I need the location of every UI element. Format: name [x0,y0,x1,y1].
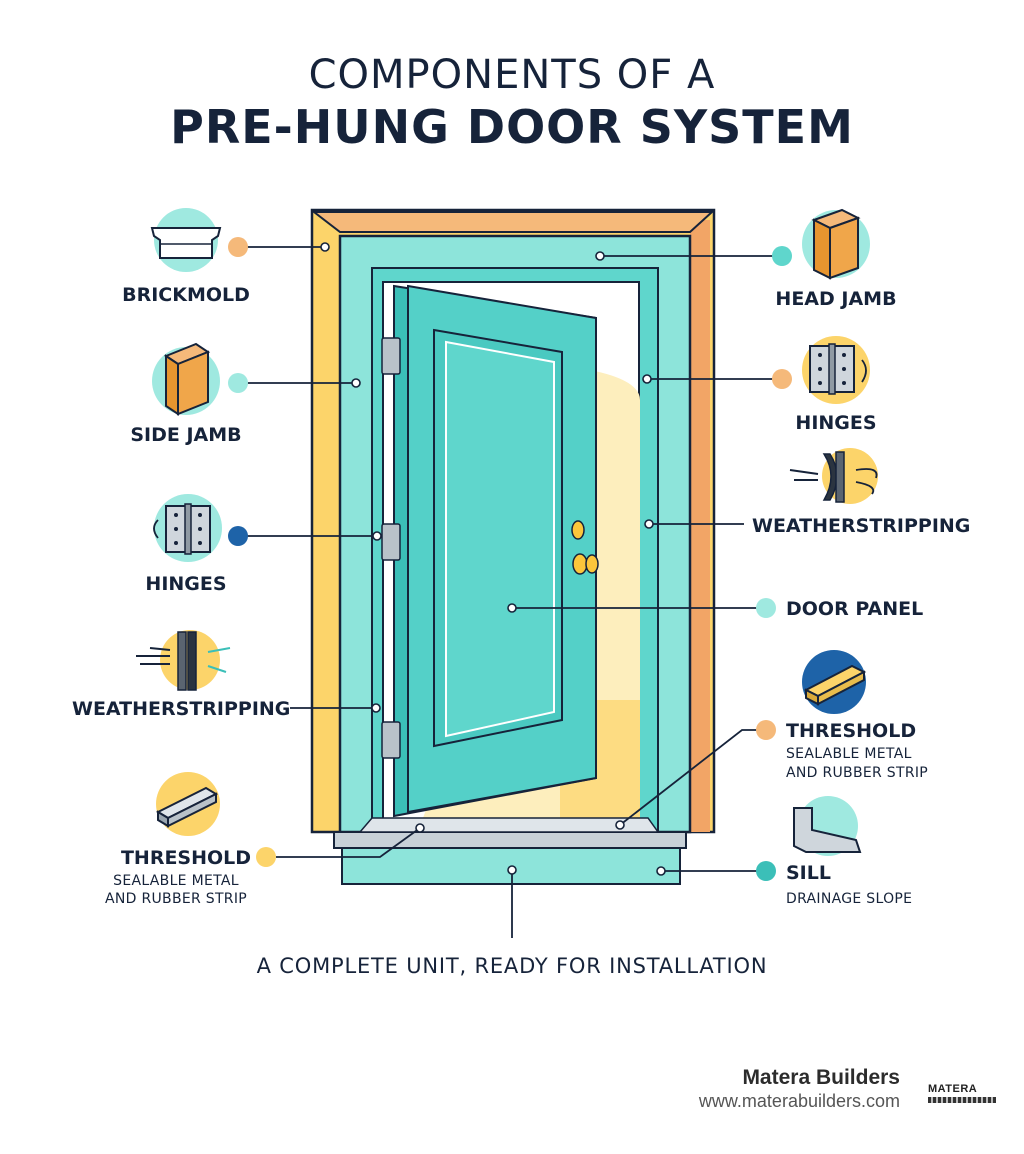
label-threshold-right-sub2: AND RUBBER STRIP [786,765,929,781]
door-knob-shape [571,520,585,540]
label-head-jamb: HEAD JAMB [775,288,897,310]
label-threshold-left-sub1: SEALABLE METAL [113,873,239,889]
head-jamb-icon [802,208,870,280]
label-door-panel: DOOR PANEL [786,598,924,620]
sill-icon [793,796,862,856]
door-panel-shape [393,284,597,818]
title-line-1: COMPONENTS OF A [308,52,716,98]
label-threshold-left: THRESHOLD [120,847,252,869]
label-sill-sub: DRAINAGE SLOPE [786,891,913,907]
label-weatherstripping-left: WEATHERSTRIPPING [72,698,291,720]
leader-lines [242,246,782,938]
bullet-dots [228,237,792,881]
label-side-jamb: SIDE JAMB [130,424,242,446]
hinge-icon [153,494,222,562]
brand-name: Matera Builders [742,1066,900,1089]
label-sill: SILL [786,862,831,884]
threshold-shape [333,831,687,849]
threshold-icon [155,772,220,836]
anchor-points [320,242,666,876]
title-line-2: PRE-HUNG DOOR SYSTEM [170,100,854,154]
label-hinges-right: HINGES [795,412,877,434]
label-threshold-left-sub2: AND RUBBER STRIP [104,891,248,907]
weatherstrip-icon [789,448,878,504]
brand-logo: MATERA [928,1083,978,1095]
caption: A COMPLETE UNIT, READY FOR INSTALLATION [256,954,768,978]
brickmold-icon [150,208,222,272]
brand-url: www.materabuilders.com [698,1091,900,1111]
label-hinges-left: HINGES [145,573,227,595]
door-assembly [310,208,716,885]
head-jamb-shape [311,211,715,233]
side-jamb-icon [152,342,220,416]
label-brickmold: BRICKMOLD [122,284,250,306]
weatherstrip-icon [136,630,231,691]
label-threshold-right-sub1: SEALABLE METAL [786,746,912,762]
hinge-icon [802,336,870,404]
label-threshold-right: THRESHOLD [786,720,917,742]
threshold-icon [802,650,867,714]
frame-hinges [381,337,401,759]
label-weatherstripping-right: WEATHERSTRIPPING [752,515,971,537]
brand-logo-bar [928,1097,996,1103]
